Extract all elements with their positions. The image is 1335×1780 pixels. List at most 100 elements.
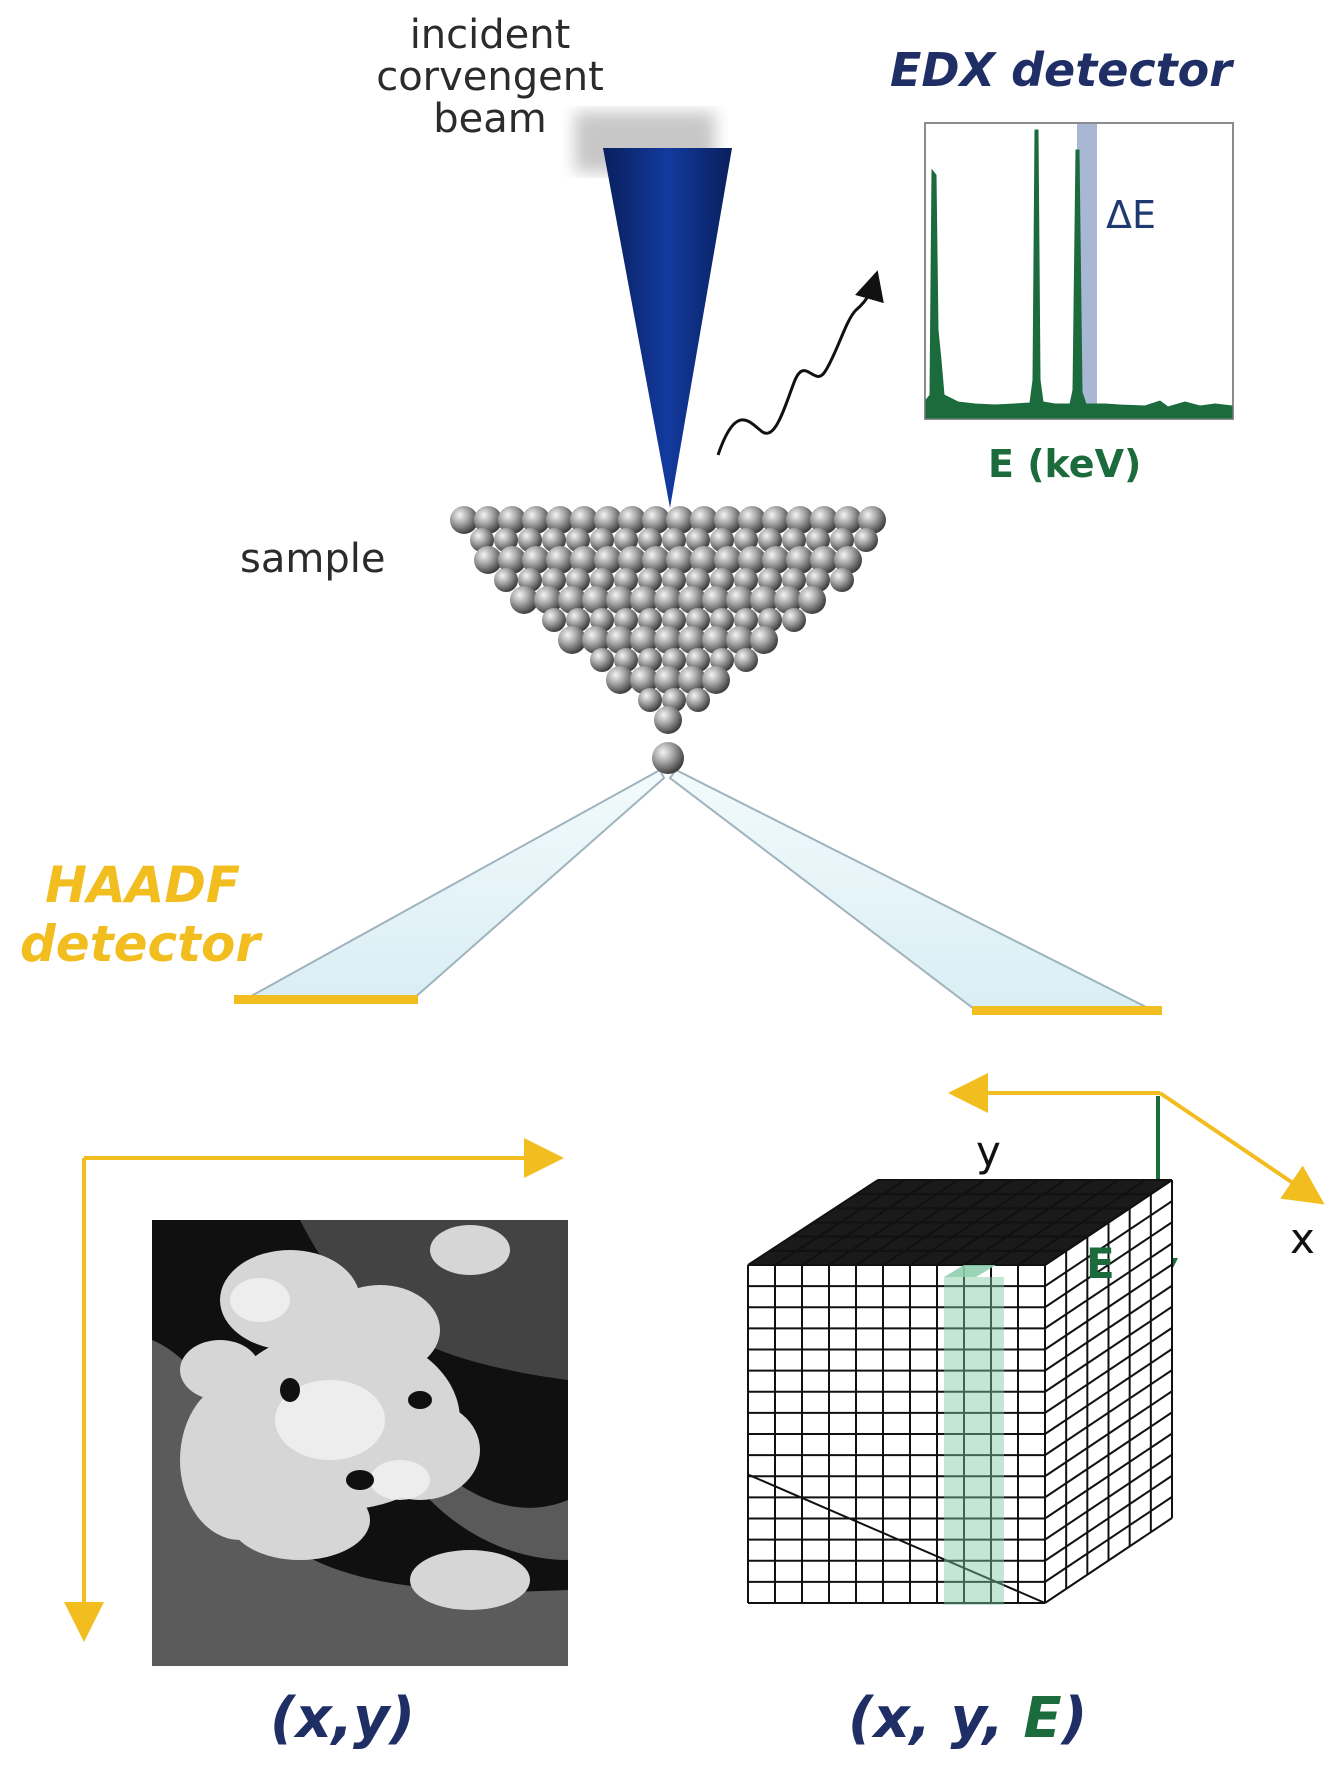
- haadf-detector-label: HAADF detector: [20, 856, 261, 974]
- atom-sphere: [702, 626, 730, 654]
- atom-sphere: [558, 626, 586, 654]
- haadf-image: [152, 1220, 568, 1666]
- atom-sphere: [474, 546, 502, 574]
- beam-label-line1: incident: [409, 12, 571, 58]
- atom-sphere: [726, 626, 754, 654]
- cube-grid-line: [1044, 1411, 1173, 1499]
- atom-sphere: [750, 586, 778, 614]
- atom-sphere: [654, 586, 682, 614]
- atom-sphere: [690, 506, 718, 534]
- atom-sphere: [834, 546, 862, 574]
- atom-sphere: [570, 506, 598, 534]
- atom-sphere: [606, 626, 634, 654]
- caption-xy: (x,y): [270, 1686, 416, 1751]
- atom-sphere: [558, 586, 586, 614]
- atom-sphere: [474, 506, 502, 534]
- caption-xye: (x, y, E): [848, 1689, 1087, 1749]
- cube-grid-line: [1044, 1327, 1173, 1414]
- atom-sphere: [546, 546, 574, 574]
- axis-x-arrow: [1158, 1091, 1325, 1205]
- cube-grid-line: [1044, 1453, 1173, 1541]
- haadf-label-line2: detector: [20, 915, 261, 973]
- atom-sphere: [654, 626, 682, 654]
- cube-grid-line: [1044, 1432, 1173, 1520]
- atom-sphere: [590, 648, 614, 672]
- cube-grid-line: [1044, 1474, 1173, 1562]
- atom-sphere: [738, 506, 766, 534]
- atom-sphere: [726, 586, 754, 614]
- atom-sphere: [642, 506, 670, 534]
- atom-sphere: [686, 688, 710, 712]
- edx-spectrum: [924, 122, 1234, 420]
- atom-sphere: [630, 626, 658, 654]
- cube-grid-line: [1044, 1221, 1173, 1309]
- atom-sphere: [678, 586, 706, 614]
- caption-xye-prefix: (x, y,: [848, 1686, 1024, 1751]
- atom-sphere: [738, 546, 766, 574]
- atom-sphere: [690, 546, 718, 574]
- atom-sphere: [522, 546, 550, 574]
- atom-sphere: [494, 568, 518, 592]
- cube-grid-line: [747, 1473, 1046, 1604]
- atom-sphere: [834, 506, 862, 534]
- atom-sphere: [606, 586, 634, 614]
- atom-sphere: [582, 586, 610, 614]
- atom-sphere: [734, 648, 758, 672]
- atom-sphere: [652, 742, 684, 774]
- atom-sphere: [858, 506, 886, 534]
- haadf-cones: [243, 768, 1157, 1013]
- beam-label: incident corvengent beam: [340, 14, 640, 140]
- atom-sphere: [522, 506, 550, 534]
- atom-sphere: [774, 586, 802, 614]
- incident-beam: [575, 112, 732, 508]
- atom-sphere: [678, 666, 706, 694]
- atom-sphere: [630, 586, 658, 614]
- atom-sphere: [786, 546, 814, 574]
- haadf-detector-left: [234, 995, 418, 1004]
- atom-sphere: [606, 666, 634, 694]
- atom-sphere: [582, 626, 610, 654]
- cube-grid-line: [1044, 1305, 1173, 1393]
- axis-x-label: x: [1290, 1214, 1315, 1263]
- atom-sphere: [762, 546, 790, 574]
- atom-sphere: [618, 506, 646, 534]
- cube-grid-line: [1044, 1263, 1173, 1351]
- energy-window: [1077, 124, 1097, 418]
- atom-sphere: [654, 666, 682, 694]
- data-cube: [747, 1179, 1173, 1604]
- atom-sphere: [546, 506, 574, 534]
- atom-sphere: [654, 706, 682, 734]
- atom-sphere: [498, 546, 526, 574]
- atom-sphere: [510, 586, 538, 614]
- atom-sphere: [498, 506, 526, 534]
- atom-sphere: [714, 506, 742, 534]
- image-axes: [64, 1138, 564, 1642]
- atom-sphere: [810, 546, 838, 574]
- cube-grid-line: [1044, 1390, 1173, 1478]
- atom-sphere: [594, 546, 622, 574]
- cube-grid-line: [1044, 1496, 1173, 1583]
- atom-sphere: [570, 546, 598, 574]
- atom-sphere: [666, 546, 694, 574]
- caption-xye-suffix: ): [1061, 1686, 1088, 1751]
- atom-sphere: [750, 626, 778, 654]
- atom-sphere: [638, 688, 662, 712]
- cube-grid-line: [1044, 1200, 1173, 1287]
- atom-sphere: [642, 546, 670, 574]
- atom-sphere: [830, 568, 854, 592]
- beam-label-line2: corvengent: [376, 54, 604, 100]
- atom-sphere: [702, 666, 730, 694]
- wavy-arrow-icon: [716, 270, 884, 456]
- atom-sphere: [666, 506, 694, 534]
- atom-sphere: [810, 506, 838, 534]
- cube-grid-line: [1044, 1242, 1173, 1330]
- atom-sphere: [782, 608, 806, 632]
- delta-e-label: ΔE: [1106, 193, 1157, 237]
- cube-grid-line: [1044, 1284, 1173, 1372]
- sample-label: sample: [240, 536, 386, 582]
- cube-grid-line: [1044, 1369, 1173, 1456]
- axis-e-label: E: [1086, 1239, 1115, 1288]
- atom-sphere: [702, 586, 730, 614]
- atom-sphere: [678, 626, 706, 654]
